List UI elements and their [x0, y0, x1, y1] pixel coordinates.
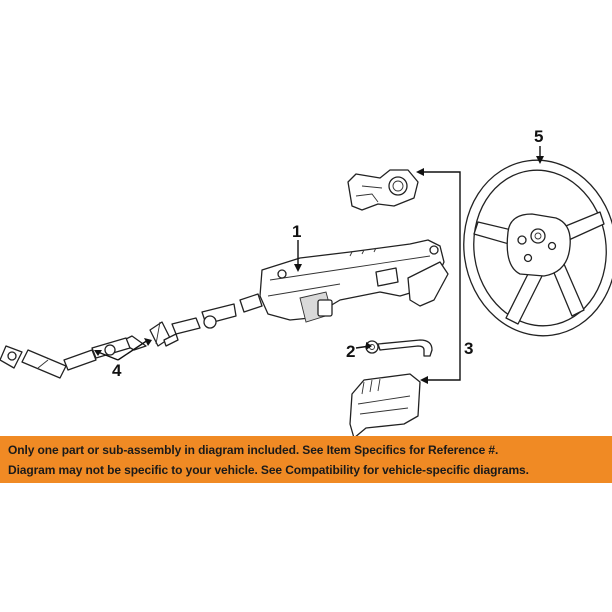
disclaimer-line-2: Diagram may not be specific to your vehi… [8, 463, 529, 477]
callout-5: 5 [534, 127, 543, 146]
upper-shroud [347, 169, 419, 211]
callout-4: 4 [112, 361, 122, 380]
callout-3: 3 [464, 339, 473, 358]
steering-wheel [463, 159, 612, 337]
lower-shroud [349, 373, 421, 439]
disclaimer-line-1: Only one part or sub-assembly in diagram… [8, 443, 499, 457]
disclaimer-banner: Only one part or sub-assembly in diagram… [0, 436, 612, 483]
leader-lines [94, 146, 544, 384]
lever-part [365, 339, 433, 357]
steering-column [239, 239, 449, 323]
callout-2: 2 [346, 342, 355, 361]
callout-1: 1 [292, 222, 301, 241]
